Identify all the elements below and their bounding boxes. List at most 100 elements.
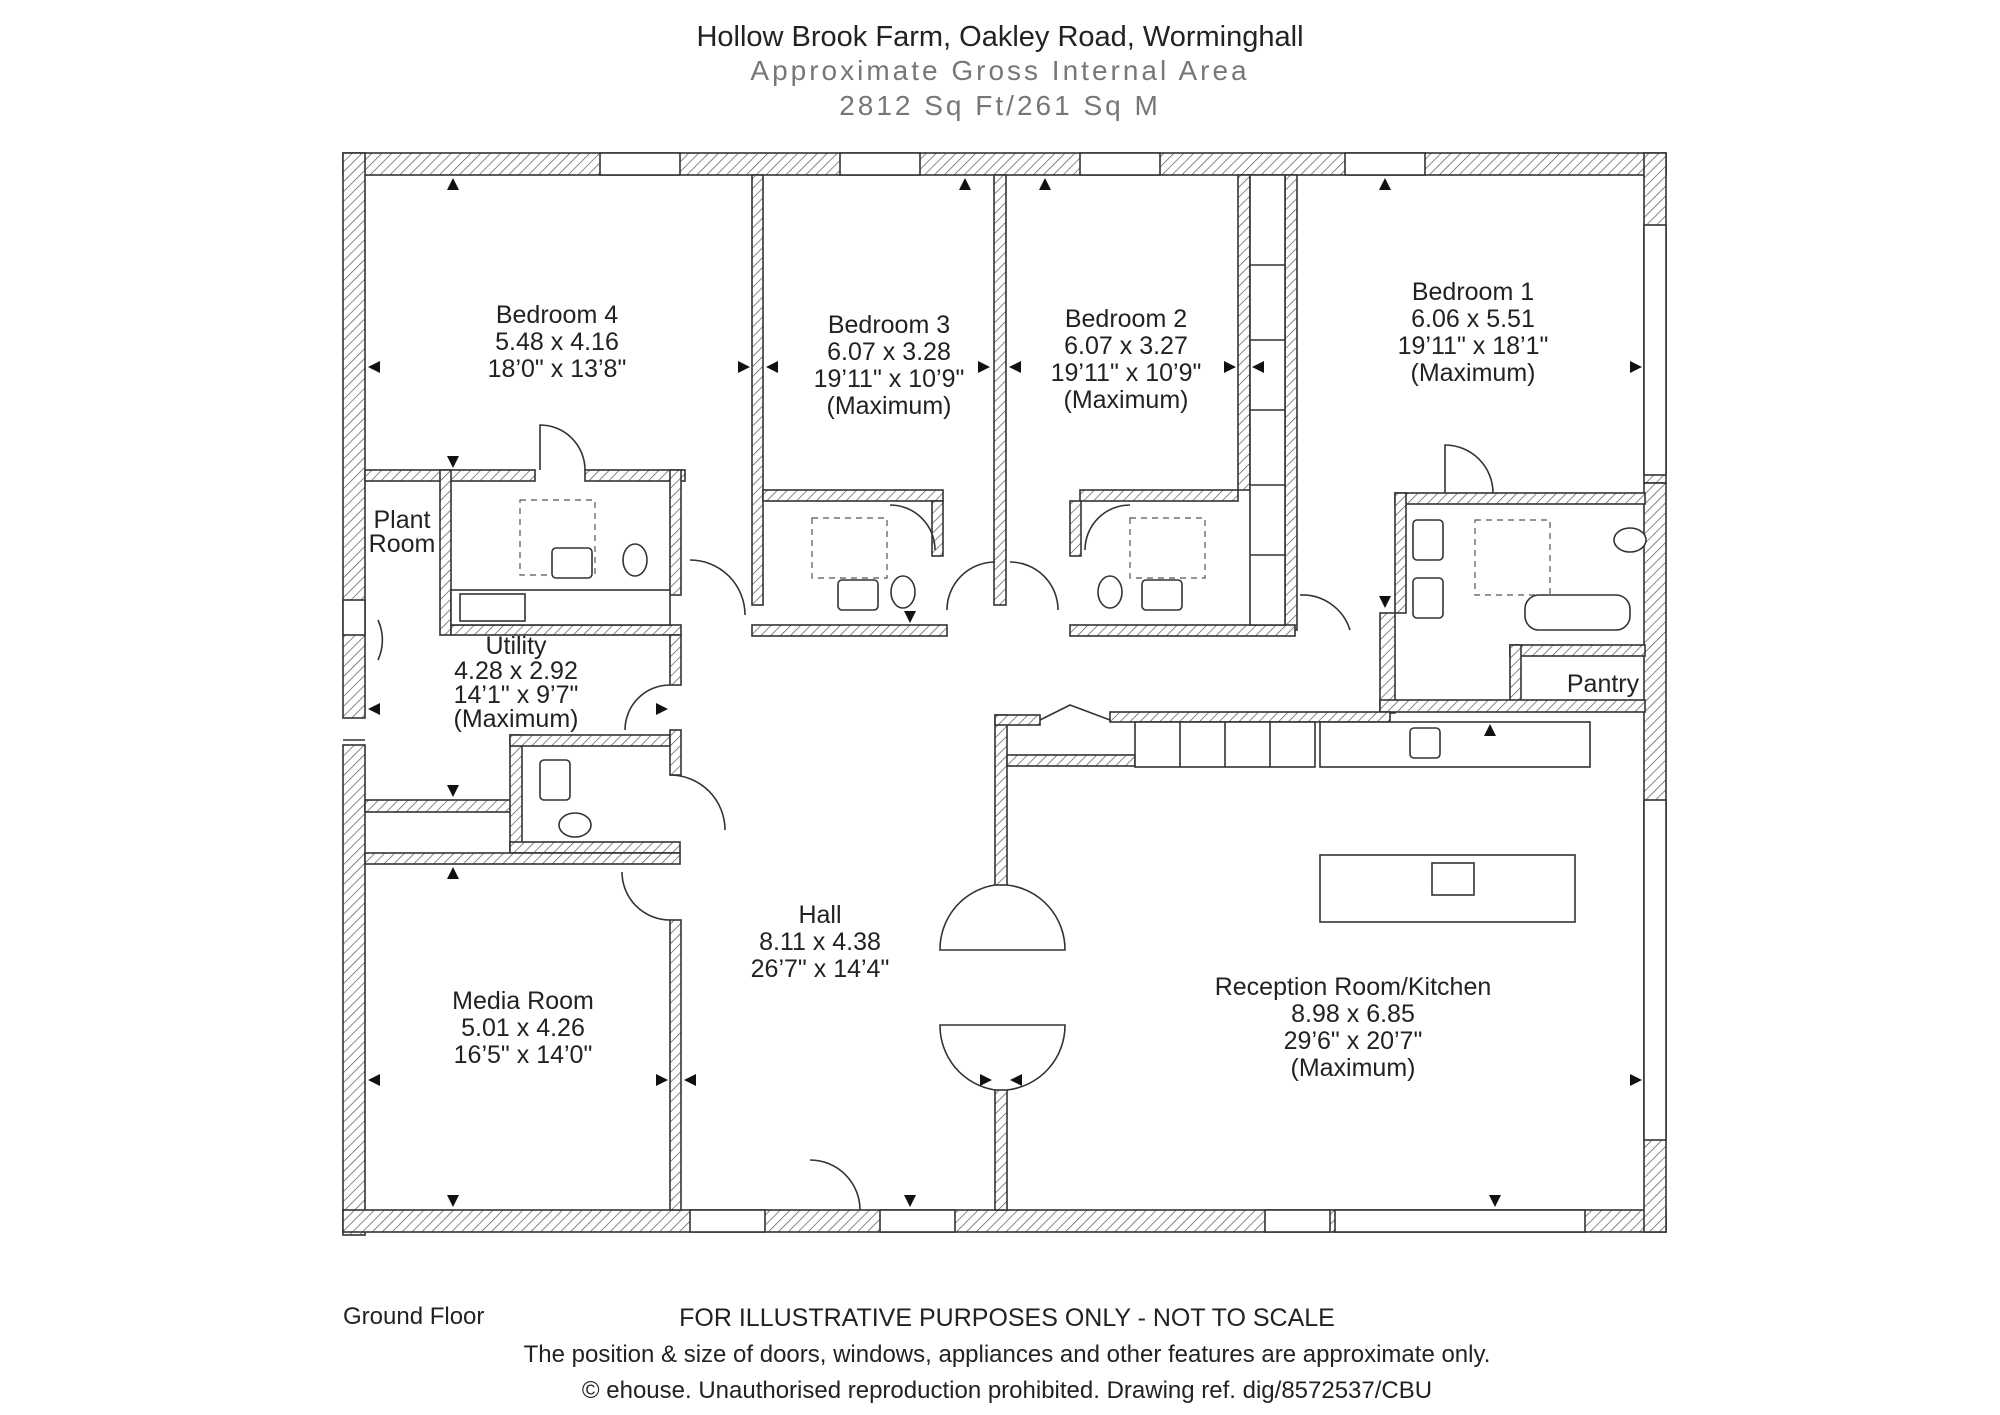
door-ensuite1 bbox=[1444, 444, 1494, 494]
floor-label: Ground Floor bbox=[343, 1303, 484, 1330]
arrow-bed1-bottom bbox=[1379, 596, 1391, 608]
arrow-kitchen-right bbox=[1630, 1074, 1642, 1086]
window-bed1 bbox=[1344, 152, 1426, 176]
bedroom3-note: (Maximum) bbox=[827, 392, 952, 420]
bedroom4-name: Bedroom 4 bbox=[496, 301, 618, 329]
window-media bbox=[689, 1209, 766, 1233]
window-bed4 bbox=[599, 152, 681, 176]
arrow-bed4-right bbox=[738, 361, 750, 373]
arrow-kitchen-top bbox=[1484, 724, 1496, 736]
arrow-kitchen-left bbox=[1010, 1074, 1022, 1086]
arrow-bed1-left bbox=[1252, 361, 1264, 373]
plan-title: Hollow Brook Farm, Oakley Road, Wormingh… bbox=[696, 21, 1303, 53]
wall-wardrobe-bed1 bbox=[1284, 174, 1298, 631]
wall-media-top bbox=[364, 852, 681, 865]
kitchen-sink bbox=[1409, 727, 1441, 759]
label-bedroom3: Bedroom 3 6.07 x 3.28 19’11" x 10’9" (Ma… bbox=[814, 311, 965, 420]
wall-ensuite3-top bbox=[762, 489, 944, 502]
bath-ensuite1 bbox=[1524, 594, 1631, 631]
arrow-media-bottom bbox=[447, 1195, 459, 1207]
wall-bed3-bed2 bbox=[993, 174, 1007, 606]
door-plant-room bbox=[377, 619, 384, 661]
wall-utility-media-left bbox=[364, 799, 521, 813]
plant-room-line2: Room bbox=[369, 530, 436, 558]
wall-kitchen-top-right bbox=[1379, 699, 1646, 713]
arrow-utility-left bbox=[368, 703, 380, 715]
label-plant-room: Plant Room bbox=[369, 506, 436, 558]
door-bedroom4 bbox=[689, 559, 746, 616]
door-wc bbox=[669, 774, 726, 831]
media-room-metric: 5.01 x 4.26 bbox=[461, 1014, 585, 1042]
media-room-name: Media Room bbox=[452, 987, 594, 1015]
door-ensuite3 bbox=[889, 504, 936, 551]
door-media-room bbox=[621, 871, 671, 921]
wall-ensuite3-right bbox=[931, 500, 944, 557]
arrow-hall-right bbox=[980, 1074, 992, 1086]
room-labels: Bedroom 4 5.48 x 4.16 18’0" x 13’8" Bedr… bbox=[369, 278, 1640, 1082]
wall-wc-top bbox=[509, 734, 671, 747]
arrow-bed2-top bbox=[1039, 178, 1051, 190]
basin2-ensuite1 bbox=[1412, 577, 1444, 619]
arrow-bed2-right bbox=[1224, 361, 1236, 373]
wall-ensuite2-bottom bbox=[1069, 624, 1296, 637]
toilet-ensuite1 bbox=[1613, 527, 1647, 553]
door-ensuite2 bbox=[1084, 504, 1131, 551]
kitchen-worktop bbox=[1319, 721, 1591, 768]
window-bed2 bbox=[1079, 152, 1161, 176]
hall-imperial: 26’7" x 14’4" bbox=[751, 955, 890, 983]
wall-ensuite3-bottom bbox=[751, 624, 948, 637]
arrow-bed3-top bbox=[959, 178, 971, 190]
window-bed1-side bbox=[1643, 224, 1667, 476]
fixtures bbox=[450, 174, 1647, 923]
wall-bed4-bottom-right bbox=[584, 469, 686, 482]
door-bedroom2 bbox=[1009, 561, 1059, 611]
bedroom2-note: (Maximum) bbox=[1064, 386, 1189, 414]
media-room-imperial: 16’5" x 14’0" bbox=[454, 1041, 593, 1069]
arrow-bed3-bottom bbox=[904, 611, 916, 623]
wall-pantry-top bbox=[1509, 644, 1646, 657]
wall-kitchen-cupboard bbox=[1006, 754, 1136, 767]
wall-hall-kitchen-upper bbox=[994, 714, 1008, 886]
arrow-bed4-left bbox=[368, 361, 380, 373]
footer: Ground Floor FOR ILLUSTRATIVE PURPOSES O… bbox=[343, 1303, 1490, 1404]
bedroom4-metric: 5.48 x 4.16 bbox=[495, 328, 619, 356]
wall-ensuite2-left bbox=[1069, 500, 1082, 557]
wall-wc-bottom bbox=[509, 841, 681, 854]
wall-ensuite1-top bbox=[1394, 492, 1646, 505]
wall-ensuite4-right bbox=[669, 469, 682, 596]
arrow-bed1-right bbox=[1630, 361, 1642, 373]
reception-name: Reception Room/Kitchen bbox=[1215, 973, 1492, 1001]
utility-sink bbox=[459, 593, 526, 622]
bedroom3-imperial: 19’11" x 10’9" bbox=[814, 365, 965, 393]
wall-plant-room bbox=[439, 469, 452, 636]
hob bbox=[1431, 862, 1475, 896]
basin-ensuite4 bbox=[551, 547, 593, 579]
arrow-bed2-left bbox=[1009, 361, 1021, 373]
arrow-bed3-right bbox=[978, 361, 990, 373]
measurement-arrows bbox=[368, 178, 1642, 1207]
basin1-ensuite1 bbox=[1412, 519, 1444, 561]
arrow-hall-bottom bbox=[904, 1195, 916, 1207]
hall-metric: 8.11 x 4.38 bbox=[759, 928, 881, 956]
wall-utility-right-upper bbox=[669, 634, 682, 686]
door-kitchen-cupboard bbox=[1039, 704, 1111, 721]
arrow-utility-right bbox=[656, 703, 668, 715]
window-kitchen-2 bbox=[1334, 1209, 1586, 1233]
wall-ensuite1-left bbox=[1394, 492, 1407, 614]
wall-kitchen-corner bbox=[994, 714, 1041, 726]
arrow-media-right bbox=[656, 1074, 668, 1086]
door-double-upper bbox=[939, 884, 1066, 951]
bedroom1-metric: 6.06 x 5.51 bbox=[1411, 305, 1535, 333]
label-hall: Hall 8.11 x 4.38 26’7" x 14’4" bbox=[751, 901, 890, 983]
approximation-note: The position & size of doors, windows, a… bbox=[524, 1341, 1491, 1368]
utility-note: (Maximum) bbox=[454, 705, 579, 733]
arrow-bed1-top bbox=[1379, 178, 1391, 190]
basin-ensuite2 bbox=[1141, 579, 1183, 611]
disclaimer: FOR ILLUSTRATIVE PURPOSES ONLY - NOT TO … bbox=[679, 1304, 1335, 1332]
header: Hollow Brook Farm, Oakley Road, Wormingh… bbox=[696, 21, 1303, 121]
bedroom3-name: Bedroom 3 bbox=[828, 311, 950, 339]
reception-metric: 8.98 x 6.85 bbox=[1291, 1000, 1415, 1028]
wall-bed2-wardrobe bbox=[1237, 174, 1251, 491]
window-bed3 bbox=[839, 152, 921, 176]
